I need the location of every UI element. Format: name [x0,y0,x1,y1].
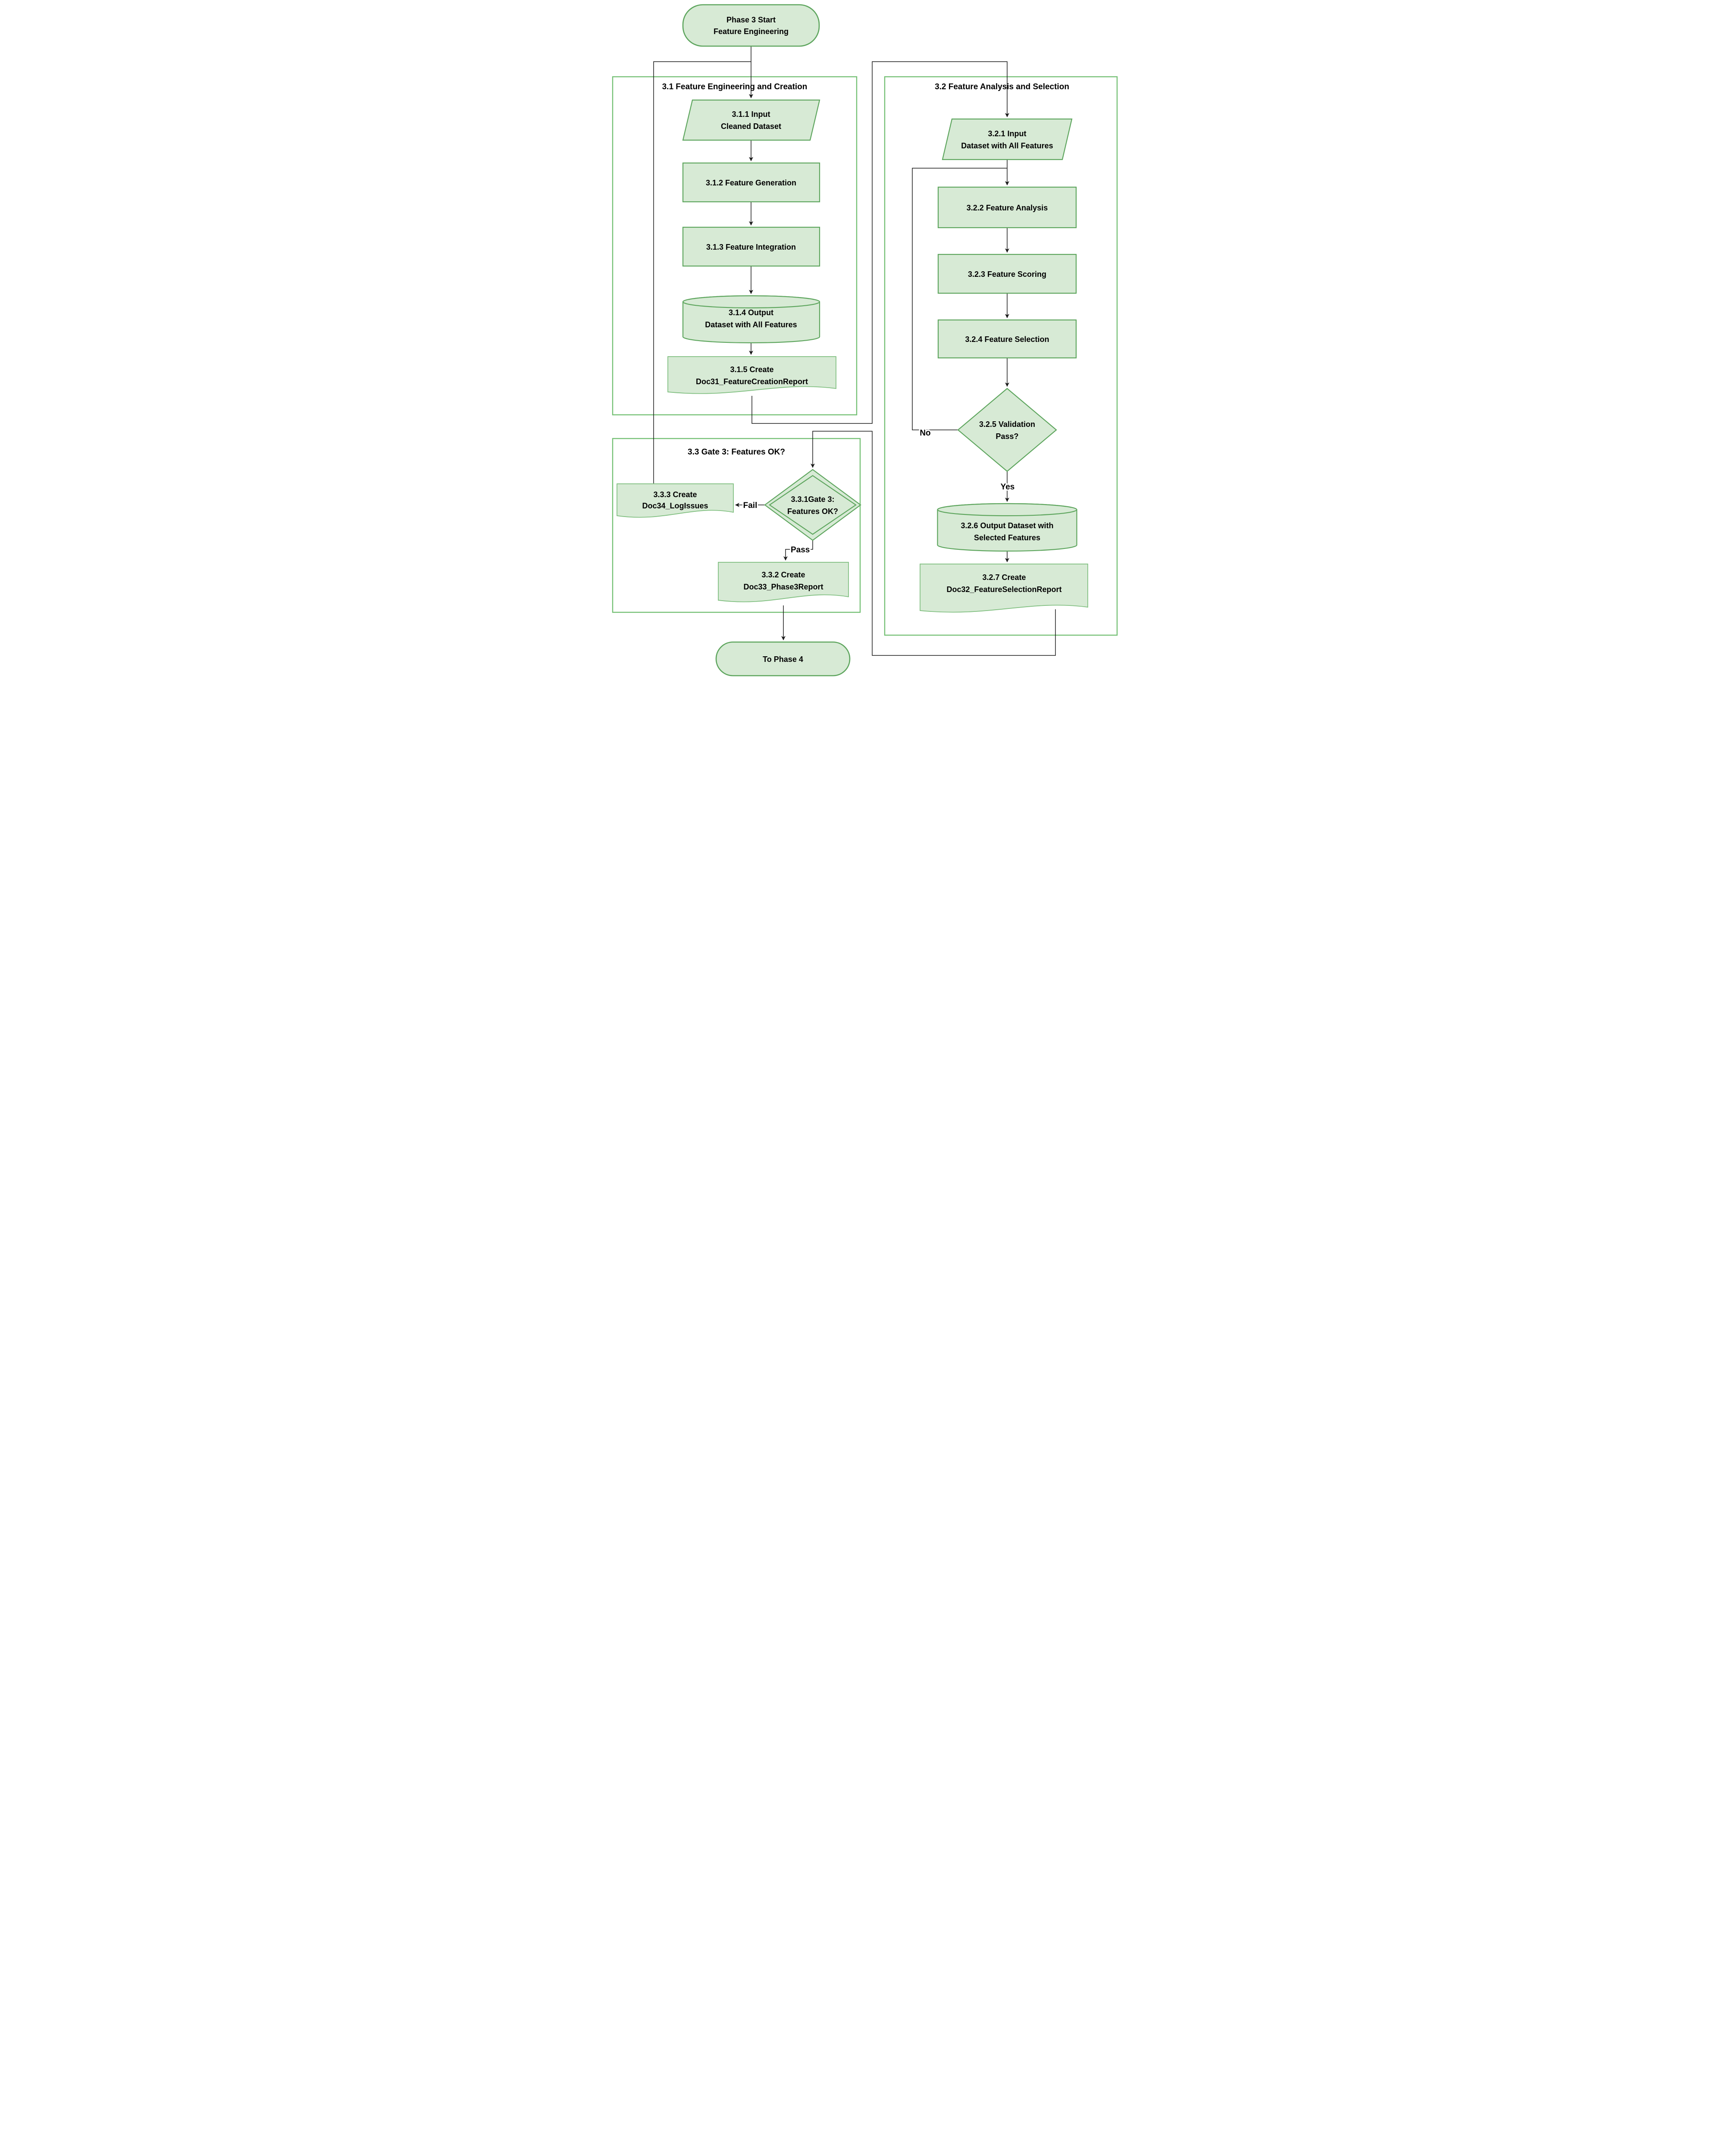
node-3-1-5-label-line2: Doc31_FeatureCreationReport [695,377,808,386]
node-3-1-2-label: 3.1.2 Feature Generation [705,179,796,187]
edge-3-1-5-to-3-2-1 [751,61,1009,424]
section-3-1-title: 3.1 Feature Engineering and Creation [662,82,807,91]
node-3-1-1-shape [682,99,820,141]
node-3-2-1-label-line1: 3.2.1 Input [988,129,1026,138]
node-3-3-1-label-line2: Features OK? [787,507,838,516]
node-3-1-1-label-line2: Cleaned Dataset [720,122,781,131]
section-3-3-frame [612,438,861,613]
flowchart-canvas: 3.1 Feature Engineering and Creation 3.2… [612,4,1118,677]
node-3-2-5-label-line2: Pass? [996,432,1018,441]
node-3-1-1-label-line1: 3.1.1 Input [732,110,770,119]
node-3-1-5-document: 3.1.5 Create Doc31_FeatureCreationReport [667,356,836,394]
node-3-2-3-label: 3.2.3 Feature Scoring [967,270,1046,279]
node-3-1-4-label-line2: Dataset with All Features [705,320,797,329]
node-3-2-5-shape [957,388,1057,472]
section-3-2-title: 3.2 Feature Analysis and Selection [935,82,1069,91]
edge-label-yes: Yes [1000,483,1014,492]
node-3-2-7-label-line1: 3.2.7 Create [982,573,1026,582]
node-3-2-2-label: 3.2.2 Feature Analysis [966,204,1047,212]
edge-3-3-1-pass-to-3-3-2 [783,540,813,561]
node-3-1-4-database: 3.1.4 Output Dataset with All Features [682,295,820,344]
section-3-2-frame [884,76,1118,636]
node-3-2-7-shape [919,564,1088,613]
node-3-1-3-process: 3.1.3 Feature Integration [682,226,820,267]
node-3-2-1-shape [942,118,1072,160]
node-3-1-4-cylinder-rim [682,295,820,309]
edge-3-2-5-no-loop [911,168,1007,430]
section-3-1-frame [612,76,857,416]
node-3-2-3-shape [937,254,1077,294]
node-3-1-2-shape [682,162,820,203]
edge-label-pass: Pass [791,545,810,555]
node-3-2-7-document: 3.2.7 Create Doc32_FeatureSelectionRepor… [919,564,1088,613]
node-3-2-6-cylinder-rim [936,503,1077,517]
node-3-2-4-shape [937,319,1077,359]
edge-3-2-7-to-3-3-1 [810,431,1056,656]
section-3-1: 3.1 Feature Engineering and Creation [612,76,857,416]
node-3-3-1-label-line1: 3.3.1Gate 3: [791,495,834,504]
node-3-2-3-process: 3.2.3 Feature Scoring [937,254,1077,294]
node-3-3-1-shape-outer [764,469,861,541]
node-3-2-1-label-line2: Dataset with All Features [961,141,1053,150]
node-3-2-5-decision: 3.2.5 Validation Pass? [957,388,1057,472]
node-3-3-2-label-line2: Doc33_Phase3Report [743,583,823,591]
node-3-3-3-shape [616,483,734,518]
section-3-3-title: 3.3 Gate 3: Features OK? [688,448,785,457]
edge-label-no: No [920,429,930,438]
node-3-1-1-input-data: 3.1.1 Input Cleaned Dataset [682,99,820,141]
edge-label-fail: Fail [743,501,757,510]
node-3-3-1-shape-inner [768,475,857,535]
node-3-3-3-document: 3.3.3 Create Doc34_LogIssues [616,483,734,518]
node-3-2-2-shape [937,186,1077,229]
node-3-1-5-label-line1: 3.1.5 Create [730,365,773,374]
node-3-2-6-label-line1: 3.2.6 Output Dataset with [961,521,1053,530]
node-3-1-3-label: 3.1.3 Feature Integration [706,243,795,251]
node-3-3-2-shape [717,562,849,602]
node-3-1-4-label-line1: 3.1.4 Output [728,308,773,317]
node-3-3-2-document: 3.3.2 Create Doc33_Phase3Report [717,562,849,602]
node-3-2-7-label-line2: Doc32_FeatureSelectionReport [946,585,1061,594]
start-terminator-shape [682,4,820,47]
end-terminator-label: To Phase 4 [763,655,803,664]
node-to-phase-4-terminator: To Phase 4 [715,641,850,677]
node-start-terminator: Phase 3 Start Feature Engineering [682,4,820,47]
node-3-2-1-input-data: 3.2.1 Input Dataset with All Features [942,118,1072,160]
node-3-2-2-process: 3.2.2 Feature Analysis [937,186,1077,229]
node-3-2-4-process: 3.2.4 Feature Selection [937,319,1077,359]
section-3-3: 3.3 Gate 3: Features OK? [612,438,861,613]
node-3-1-2-process: 3.1.2 Feature Generation [682,162,820,203]
flowchart-page: 3.1 Feature Engineering and Creation 3.2… [604,0,1121,681]
node-3-3-2-label-line1: 3.3.2 Create [761,570,805,579]
node-3-3-3-label-line1: 3.3.3 Create [653,490,697,499]
edge-start-to-3-3-3 [653,61,751,483]
section-3-2: 3.2 Feature Analysis and Selection [884,76,1118,636]
node-3-3-3-label-line2: Doc34_LogIssues [642,501,708,510]
node-3-1-5-shape [667,356,836,394]
end-terminator-shape [715,641,850,677]
start-terminator-label-line1: Phase 3 Start [726,16,775,24]
node-3-2-6-database: 3.2.6 Output Dataset with Selected Featu… [936,503,1077,552]
node-3-2-6-label-line2: Selected Features [974,533,1040,542]
start-terminator-label-line2: Feature Engineering [713,27,788,36]
node-3-2-5-label-line1: 3.2.5 Validation [979,420,1035,429]
node-3-1-3-shape [682,226,820,267]
node-3-3-1-gate-decision: 3.3.1Gate 3: Features OK? [764,469,861,541]
node-3-2-4-label: 3.2.4 Feature Selection [965,335,1049,344]
